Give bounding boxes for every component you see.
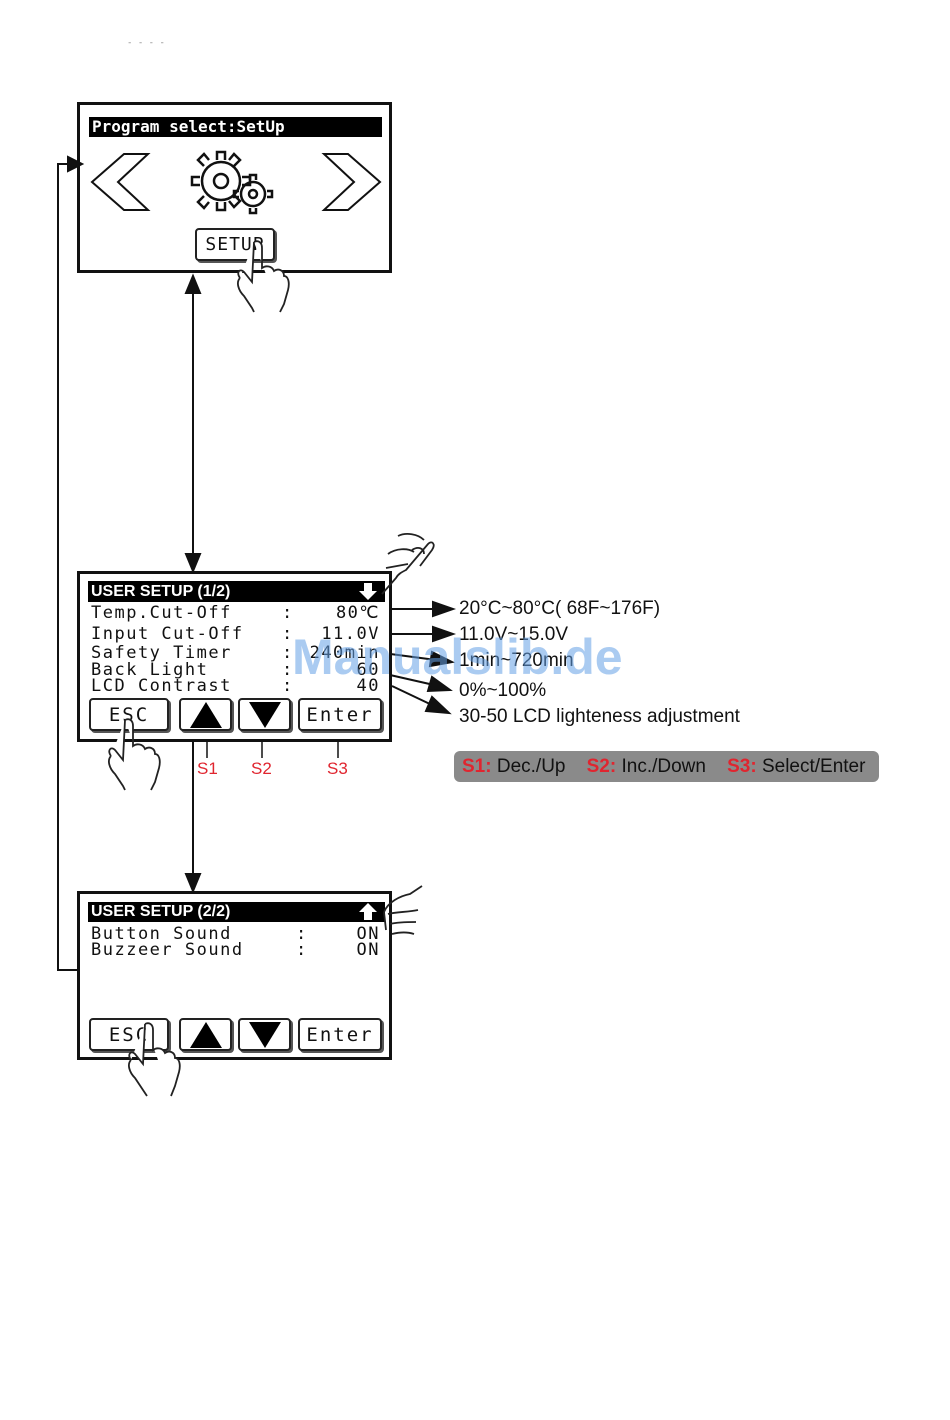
enter-button[interactable]: Enter	[298, 698, 382, 731]
lcd-contrast-value[interactable]: 40	[356, 676, 380, 696]
program-select-screen: Program select:SetUp SETUP	[77, 102, 392, 273]
setting-label: Back Light	[91, 660, 209, 680]
setting-label: Button Sound	[91, 924, 232, 944]
setting-separator: :	[282, 660, 294, 680]
setting-separator: :	[296, 924, 308, 944]
legend-s1-text: Dec./Up	[496, 755, 566, 777]
setting-label: Input Cut-Off	[91, 624, 244, 644]
user-setup-screen-1: USER SETUP (1/2) Temp.Cut-Off : 80℃ Inpu…	[77, 571, 392, 742]
triangle-down-icon	[248, 1021, 281, 1048]
setting-label: Buzzeer Sound	[91, 940, 244, 960]
legend-s3-text: Select/Enter	[761, 755, 866, 777]
setting-separator: :	[296, 940, 308, 960]
legend-s1-key: S1:	[462, 755, 492, 777]
voltage-range-note: 11.0V~15.0V	[459, 624, 568, 645]
down-button[interactable]	[238, 698, 291, 731]
legend-s2-text: Inc./Down	[621, 755, 706, 777]
chevron-right-icon[interactable]	[320, 150, 384, 214]
safety-timer-value[interactable]: 240min	[309, 643, 380, 663]
down-button[interactable]	[238, 1018, 291, 1051]
setting-separator: :	[282, 603, 294, 623]
page-header-mark: - - - -	[127, 38, 165, 48]
setting-separator: :	[282, 643, 294, 663]
button-label-s1: S1	[197, 759, 218, 778]
up-button[interactable]	[179, 1018, 232, 1051]
triangle-up-icon	[189, 1021, 222, 1048]
watermark: Manualslib.de	[292, 629, 623, 685]
pointing-hand-icon	[128, 1022, 181, 1097]
pointing-hand-icon	[381, 533, 435, 595]
pointing-hand-icon	[108, 718, 161, 791]
user-setup-2-title: USER SETUP (2/2)	[88, 902, 385, 922]
program-select-title: Program select:SetUp	[89, 117, 382, 137]
setup-button[interactable]: SETUP	[195, 228, 275, 261]
button-legend: S1: Dec./Up S2: Inc./Down S3: Select/Ent…	[454, 751, 879, 782]
backlight-range-note: 0%~100%	[459, 680, 547, 701]
esc-button[interactable]: ESC	[89, 1018, 169, 1051]
setting-separator: :	[282, 676, 294, 696]
arrow-up-icon[interactable]	[359, 903, 377, 920]
setting-separator: :	[282, 624, 294, 644]
user-setup-1-title: USER SETUP (1/2)	[88, 581, 385, 602]
timer-range-note: 1min~720min	[459, 650, 574, 671]
arrow-down-icon[interactable]	[359, 583, 377, 600]
input-cutoff-value[interactable]: 11.0V	[321, 624, 380, 644]
contrast-range-note: 30-50 LCD lighteness adjustment	[459, 706, 740, 727]
triangle-up-icon	[189, 701, 222, 728]
chevron-left-icon[interactable]	[88, 150, 152, 214]
user-setup-screen-2: USER SETUP (2/2) Button Sound : ON Buzze…	[77, 891, 392, 1060]
button-label-s3: S3	[327, 759, 348, 778]
temp-cutoff-value[interactable]: 80℃	[335, 603, 380, 623]
pointing-hand-icon	[383, 885, 423, 935]
pointing-hand-icon	[237, 240, 290, 313]
up-button[interactable]	[179, 698, 232, 731]
back-light-value[interactable]: 60	[356, 660, 380, 680]
button-label-s2: S2	[251, 759, 272, 778]
setting-label: Temp.Cut-Off	[91, 603, 232, 623]
setting-label: LCD Contrast	[91, 676, 232, 696]
enter-button[interactable]: Enter	[298, 1018, 382, 1051]
buzzer-sound-value[interactable]: ON	[356, 940, 380, 960]
temp-range-note: 20°C~80°C( 68F~176F)	[459, 598, 661, 619]
button-sound-value[interactable]: ON	[356, 924, 380, 944]
legend-s2-key: S2:	[586, 755, 617, 777]
legend-s3-key: S3:	[727, 755, 757, 777]
setting-label: Safety Timer	[91, 643, 232, 663]
triangle-down-icon	[248, 701, 281, 728]
gears-icon	[190, 150, 274, 215]
